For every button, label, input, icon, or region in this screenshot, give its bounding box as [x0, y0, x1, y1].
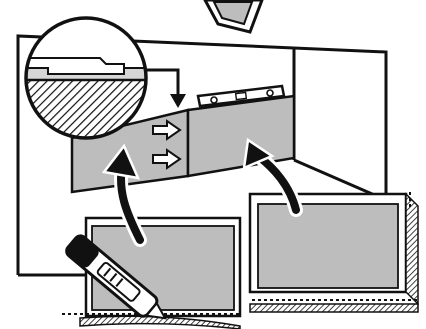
installed-panel-right — [186, 94, 296, 178]
right-arrow-icon-top — [152, 119, 182, 141]
right-arrow-icon-bottom — [152, 148, 182, 170]
curved-up-arrow-right — [242, 137, 303, 217]
floor-right — [249, 299, 419, 313]
joint-pointer-arrow — [146, 68, 186, 108]
spirit-level-icon — [196, 84, 286, 108]
panel-lower-right — [248, 192, 419, 306]
tile-sample-top — [203, 0, 264, 34]
utility-knife-icon — [65, 234, 168, 320]
curved-up-arrow-left — [101, 143, 147, 247]
floor-left — [62, 313, 241, 329]
